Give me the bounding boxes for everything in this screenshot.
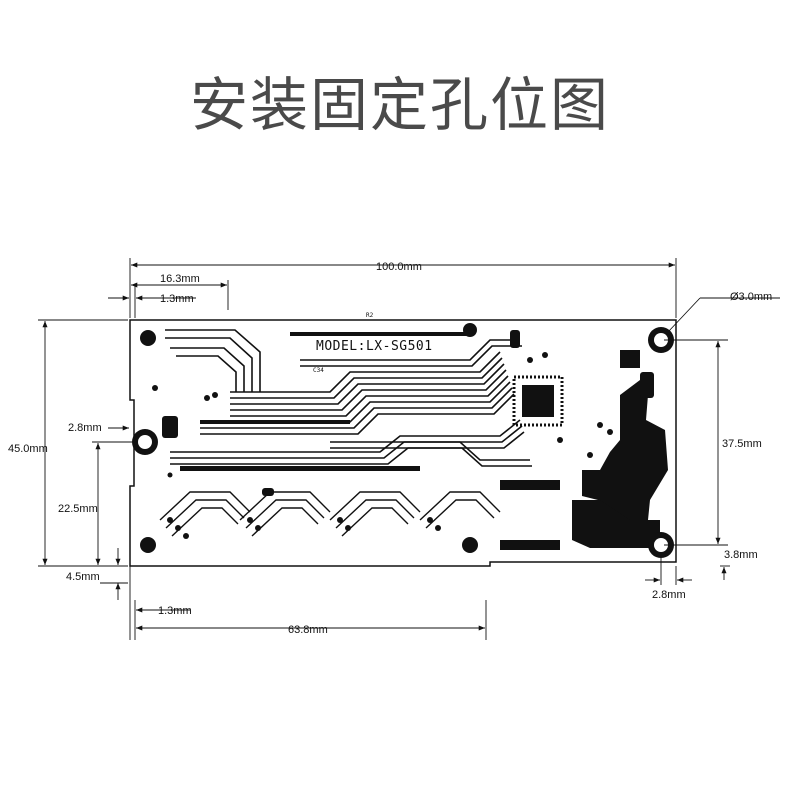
silk-c34: C34 <box>313 367 324 374</box>
dim-right-hole-bottom: 3.8mm <box>724 549 758 561</box>
dim-hole-diameter: Ø3.0mm <box>730 291 772 303</box>
power-copper-area <box>582 380 668 520</box>
dim-edge-offset-top: 1.3mm <box>160 293 194 305</box>
mounting-hole-top-right <box>648 327 674 353</box>
dim-overall-width: 100.0mm <box>376 261 422 273</box>
power-component-1 <box>620 350 640 368</box>
mounting-holes <box>132 327 674 558</box>
dim-hole-left-offset: 16.3mm <box>160 273 200 285</box>
dim-overall-height: 45.0mm <box>8 443 48 455</box>
main-ic-chip <box>522 385 554 417</box>
led-pad <box>510 330 520 348</box>
dim-right-hole-side: 2.8mm <box>652 589 686 601</box>
vias <box>140 323 613 553</box>
ic-pad-ring <box>512 375 564 427</box>
left-connector-traces <box>165 329 261 392</box>
left-pad-2 <box>262 488 274 496</box>
power-copper-lower <box>572 500 660 548</box>
dim-left-hole-height: 22.5mm <box>58 503 98 515</box>
dim-bottom-offset: 4.5mm <box>66 571 100 583</box>
silk-r2: R2 <box>366 312 374 319</box>
trace-bundle <box>170 339 532 467</box>
dim-left-hole-edge: 2.8mm <box>68 422 102 434</box>
dim-right-hole-spacing: 37.5mm <box>722 438 762 450</box>
power-component-2 <box>640 372 654 398</box>
model-label: MODEL:LX-SG501 <box>316 339 433 354</box>
port-patterns <box>159 491 501 537</box>
page-title: 安装固定孔位图 <box>189 71 610 139</box>
pin-rows <box>180 332 560 550</box>
mounting-hole-bottom-right <box>648 532 674 558</box>
dimension-lines <box>38 258 780 640</box>
dim-bottom-left-offset: 1.3mm <box>158 605 192 617</box>
left-pad <box>162 416 178 438</box>
dim-bottom-length: 63.8mm <box>288 624 328 636</box>
mounting-hole-left <box>132 429 158 455</box>
dimension-labels: 100.0mm 16.3mm 1.3mm Ø3.0mm 45.0mm 2.8mm… <box>8 261 772 636</box>
pcb-board: R2 MODEL:LX-SG501 C34 <box>129 312 677 567</box>
